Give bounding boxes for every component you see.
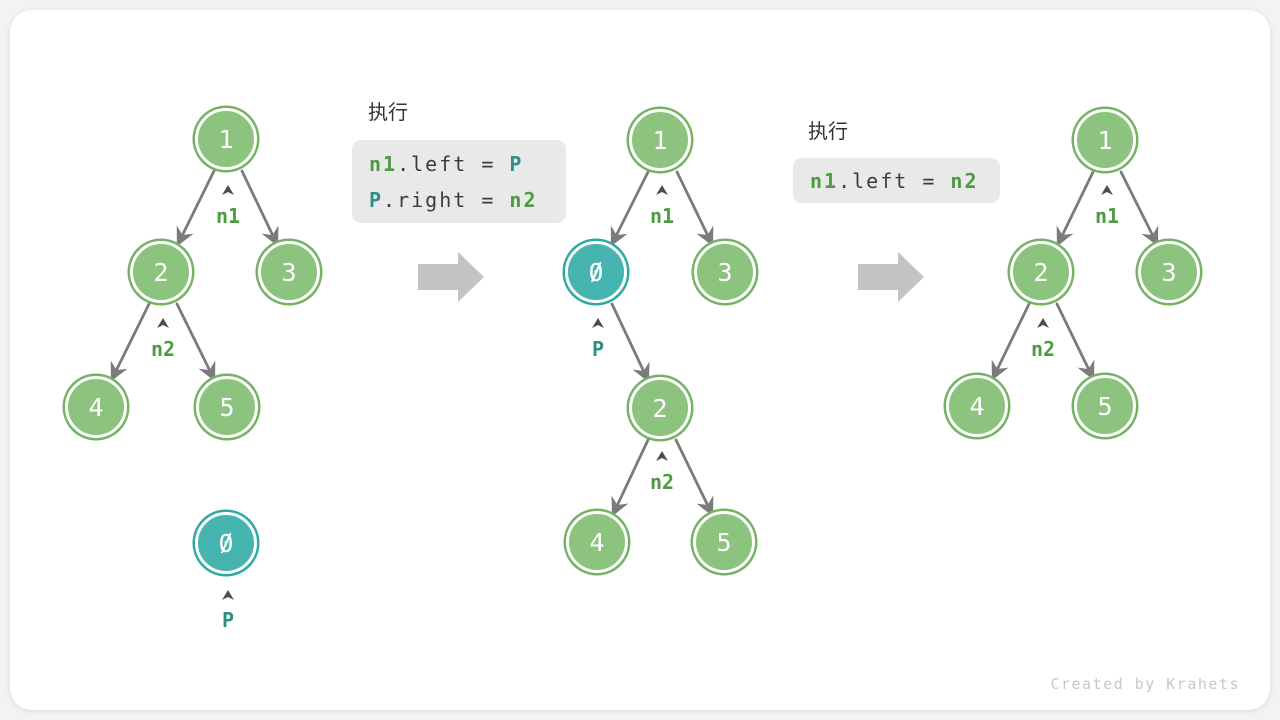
code-token: .right = xyxy=(383,187,510,212)
code-token-P: P xyxy=(369,187,384,212)
edge-1-2 xyxy=(1056,170,1095,247)
edge-1-3 xyxy=(1119,170,1159,247)
pointer-label-P: P xyxy=(221,608,235,632)
code-block1-title: 执行 xyxy=(368,100,408,124)
node-value: 3 xyxy=(281,257,297,287)
edge-1-2 xyxy=(176,169,216,247)
code-block1: n1.left = P P.right = n2 xyxy=(352,140,566,223)
tree1-node-5: 5 xyxy=(196,376,258,438)
node-value: 5 xyxy=(716,527,732,557)
pointer-label-n2: n2 xyxy=(150,337,176,361)
code-token-n2: n2 xyxy=(509,187,538,212)
code-line: P.right = n2 xyxy=(352,182,566,218)
edge-2-5 xyxy=(1055,302,1095,381)
code-block2: n1.left = n2 xyxy=(793,158,1000,203)
node-value: 4 xyxy=(88,392,104,422)
node-value: 3 xyxy=(1161,257,1177,287)
tree1-node-1: 1 xyxy=(195,108,257,170)
node-value: 0 xyxy=(588,257,604,287)
tree1-node-0-P: 0 xyxy=(195,512,257,574)
tree1-node-4: 4 xyxy=(65,376,127,438)
node-value: 2 xyxy=(153,257,169,287)
code-token-n1: n1 xyxy=(810,168,839,193)
tree3-node-5: 5 xyxy=(1074,375,1136,437)
tree3-node-2: 2 xyxy=(1010,241,1072,303)
caret-up-icon xyxy=(1101,185,1113,195)
edge-2-5 xyxy=(674,438,714,517)
tree2-node-3: 3 xyxy=(694,241,756,303)
node-value: 1 xyxy=(218,124,234,154)
tree2-node-5: 5 xyxy=(693,511,755,573)
tree1-node-3: 3 xyxy=(258,241,320,303)
code-token: .left = xyxy=(838,168,951,193)
pointer-label-n1: n1 xyxy=(649,204,675,228)
pointer-label-n2: n2 xyxy=(1030,337,1056,361)
pointer-label-P: P xyxy=(591,337,605,361)
caret-up-icon xyxy=(1037,318,1049,328)
tree3-node-4: 4 xyxy=(946,375,1008,437)
code-token-n2: n2 xyxy=(950,168,979,193)
edge-2-4 xyxy=(611,438,650,517)
edge-1-0 xyxy=(610,170,650,247)
code-line: n1.left = P xyxy=(352,146,566,182)
node-value: 3 xyxy=(717,257,733,287)
edge-2-4 xyxy=(991,302,1031,381)
tree2-node-1: 1 xyxy=(629,109,691,171)
caret-up-icon xyxy=(222,590,234,600)
node-value: 5 xyxy=(219,392,235,422)
pointer-label-n1: n1 xyxy=(1094,204,1120,228)
right-block-arrow-icon xyxy=(418,252,484,302)
edge-1-3 xyxy=(675,170,714,247)
pointer-caret-icons xyxy=(157,185,1113,600)
node-value: 5 xyxy=(1097,391,1113,421)
tree1-node-2: 2 xyxy=(130,241,192,303)
node-value: 1 xyxy=(1097,125,1113,155)
code-token-P: P xyxy=(509,151,524,176)
pointer-label-n1: n1 xyxy=(215,204,241,228)
edge-2-5 xyxy=(175,302,216,382)
node-value: 4 xyxy=(589,527,605,557)
tree2-node-2: 2 xyxy=(629,377,691,439)
tree-edges xyxy=(110,169,1159,517)
node-value: 2 xyxy=(652,393,668,423)
tree2-node-4: 4 xyxy=(566,511,628,573)
edge-1-3 xyxy=(240,169,279,247)
caret-up-icon xyxy=(592,318,604,328)
code-token-n1: n1 xyxy=(369,151,398,176)
caret-up-icon xyxy=(656,451,668,461)
node-value: 1 xyxy=(652,125,668,155)
right-block-arrow-icon xyxy=(858,252,924,302)
caret-up-icon xyxy=(656,185,668,195)
node-value: 0 xyxy=(218,528,234,558)
edge-2-4 xyxy=(110,302,151,382)
code-block2-title: 执行 xyxy=(808,119,848,143)
edge-0-2 xyxy=(610,302,650,383)
tree3-node-3: 3 xyxy=(1138,241,1200,303)
code-line: n1.left = n2 xyxy=(793,163,1000,199)
watermark: Created by Krahets xyxy=(1050,675,1240,693)
step-arrows xyxy=(418,252,924,302)
tree2-node-0-P: 0 xyxy=(565,241,627,303)
caret-up-icon xyxy=(222,185,234,195)
tree3-node-1: 1 xyxy=(1074,109,1136,171)
pointer-label-n2: n2 xyxy=(649,470,675,494)
code-token: .left = xyxy=(397,151,510,176)
node-value: 4 xyxy=(969,391,985,421)
caret-up-icon xyxy=(157,318,169,328)
node-value: 2 xyxy=(1033,257,1049,287)
